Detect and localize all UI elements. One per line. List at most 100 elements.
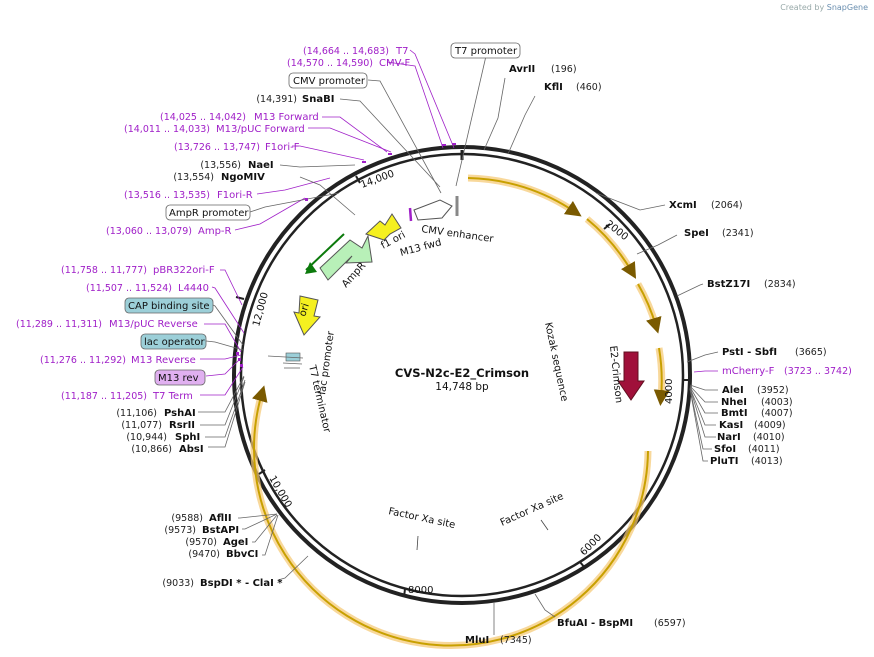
primer-l4440-pos: (11,507 .. 11,524) <box>86 283 172 294</box>
site-bstapi-pos: (9573) <box>164 525 196 536</box>
site-nhei: NheI <box>721 397 747 408</box>
site-bfuai-bspmi: BfuAI - BspMI <box>557 618 633 629</box>
site-avrii: AvrII <box>509 64 535 75</box>
site-nari-pos: (4010) <box>753 432 785 443</box>
site-spei: SpeI <box>684 228 709 239</box>
watermark: Created by SnapGene <box>780 3 868 12</box>
site-rsrii: RsrII <box>169 420 195 431</box>
tick-10000: 10,000 <box>266 474 293 510</box>
site-ngomiv-pos: (13,554) <box>173 172 214 183</box>
site-spei-pos: (2341) <box>722 228 754 239</box>
kozak-label: Kozak sequence <box>542 321 570 402</box>
primer-pbr322ori-f: pBR322ori-F <box>153 265 215 276</box>
site-bbvci: BbvCI <box>226 549 258 560</box>
site-sfoi-pos: (4011) <box>748 444 780 455</box>
site-kfli-pos: (460) <box>576 82 602 93</box>
left-sites: (14,391) SnaBI (13,556) NaeI (13,554) Ng… <box>116 94 334 589</box>
site-pshai: PshAI <box>164 408 196 419</box>
site-naei: NaeI <box>248 160 274 171</box>
site-xcmi-pos: (2064) <box>711 200 743 211</box>
e2-crimson-arrow <box>617 351 645 401</box>
primer-amp-r-pos: (13,060 .. 13,079) <box>106 226 192 237</box>
primer-cmv-f: CMV-F <box>379 58 410 69</box>
primer-t7-term: T7 Term <box>152 391 193 402</box>
site-rsrii-pos: (11,077) <box>121 420 162 431</box>
e2-crimson-label: E2-Crimson <box>607 345 624 403</box>
factor-xa-label-2: Factor Xa site <box>499 491 566 529</box>
site-snabi-pos: (14,391) <box>256 94 297 105</box>
backbone-outer <box>232 145 692 605</box>
ampr-arrow <box>319 234 373 281</box>
primer-m13-reverse-pos: (11,276 .. 11,292) <box>40 355 126 366</box>
site-alei-pos: (3952) <box>757 385 789 396</box>
primer-marks <box>236 143 456 367</box>
primer-f1ori-r: F1ori-R <box>217 190 253 201</box>
site-nari: NarI <box>717 432 741 443</box>
primer-m13-puc-forward: M13/pUC Forward <box>216 124 305 135</box>
ori-arrow <box>293 295 321 336</box>
site-bmti: BmtI <box>721 408 748 419</box>
box-lac-operator: lac operator <box>144 337 205 348</box>
site-agei: AgeI <box>223 537 248 548</box>
primer-pbr322ori-f-pos: (11,758 .. 11,777) <box>61 265 147 276</box>
site-kfli: KflI <box>544 82 563 93</box>
site-sphi-pos: (10,944) <box>126 432 167 443</box>
site-naei-pos: (13,556) <box>200 160 241 171</box>
primer-t7: T7 <box>395 46 408 57</box>
site-xcmi: XcmI <box>669 200 697 211</box>
site-ngomiv: NgoMIV <box>221 172 265 183</box>
box-ampr-promoter: AmpR promoter <box>169 208 249 219</box>
primer-m13-forward-pos: (14,025 .. 14,042) <box>160 112 246 123</box>
left-primers: (14,664 .. 14,683) T7 (14,570 .. 14,590)… <box>16 46 410 402</box>
primer-f1ori-f-pos: (13,726 .. 13,747) <box>174 142 260 153</box>
primer-l4440: L4440 <box>178 283 209 294</box>
primer-cmv-f-pos: (14,570 .. 14,590) <box>287 58 373 69</box>
factor-xa-label-1: Factor Xa site <box>387 506 456 531</box>
primer-t7-term-pos: (11,187 .. 11,205) <box>61 391 147 402</box>
site-bstz17i-pos: (2834) <box>764 279 796 290</box>
primer-mcherry-f: mCherry-F <box>722 366 775 377</box>
leader-lines <box>198 49 719 635</box>
cmv-enhancer-arrow <box>413 199 453 221</box>
site-bstapi: BstAPI <box>202 525 239 536</box>
site-kasi: KasI <box>719 420 743 431</box>
box-cap-binding-site: CAP binding site <box>128 301 210 312</box>
watermark-prefix: Created by <box>780 3 825 12</box>
site-sfoi: SfoI <box>714 444 736 455</box>
primer-mcherry-f-pos: (3723 .. 3742) <box>784 366 852 377</box>
plasmid-name: CVS-N2c-E2_Crimson <box>395 366 529 381</box>
primer-m13-puc-reverse: M13/pUC Reverse <box>109 319 198 330</box>
primer-m13-puc-reverse-pos: (11,289 .. 11,311) <box>16 319 102 330</box>
site-absi-pos: (10,866) <box>131 444 172 455</box>
site-agei-pos: (9570) <box>185 537 217 548</box>
site-bbvci-pos: (9470) <box>188 549 220 560</box>
watermark-brand: SnapGene <box>826 3 868 12</box>
primer-t7-pos: (14,664 .. 14,683) <box>303 46 389 57</box>
site-bspdi-clai: BspDI * - ClaI * <box>200 578 283 589</box>
tick-8000: 8000 <box>408 585 433 596</box>
site-bspdi-clai-pos: (9033) <box>162 578 194 589</box>
site-mlui-pos: (7345) <box>500 635 532 646</box>
ori-label: ori <box>297 302 311 318</box>
site-mlui: MluI <box>465 635 489 646</box>
feature-arrows <box>267 196 645 401</box>
site-kasi-pos: (4009) <box>754 420 786 431</box>
primer-m13-forward: M13 Forward <box>254 112 319 123</box>
primer-m13-reverse: M13 Reverse <box>131 355 196 366</box>
site-bmti-pos: (4007) <box>761 408 793 419</box>
site-pshai-pos: (11,106) <box>116 408 157 419</box>
site-aflii: AflII <box>209 513 232 524</box>
site-avrii-pos: (196) <box>551 64 577 75</box>
site-bstz17i: BstZ17I <box>707 279 750 290</box>
site-nhei-pos: (4003) <box>761 397 793 408</box>
site-pluti-pos: (4013) <box>751 456 783 467</box>
plasmid-length: 14,748 bp <box>435 381 489 393</box>
site-absi: AbsI <box>179 444 204 455</box>
box-m13-rev: M13 rev <box>158 373 199 384</box>
ticks: 2000 4000 6000 8000 10,000 12,000 14,000 <box>235 169 690 598</box>
m13-fwd-label: M13 fwd <box>399 237 443 259</box>
site-snabi: SnaBI <box>302 94 334 105</box>
primer-f1ori-f: F1ori-F <box>265 142 300 153</box>
boxed-features: T7 promoter CMV promoter AmpR promoter C… <box>124 42 521 386</box>
